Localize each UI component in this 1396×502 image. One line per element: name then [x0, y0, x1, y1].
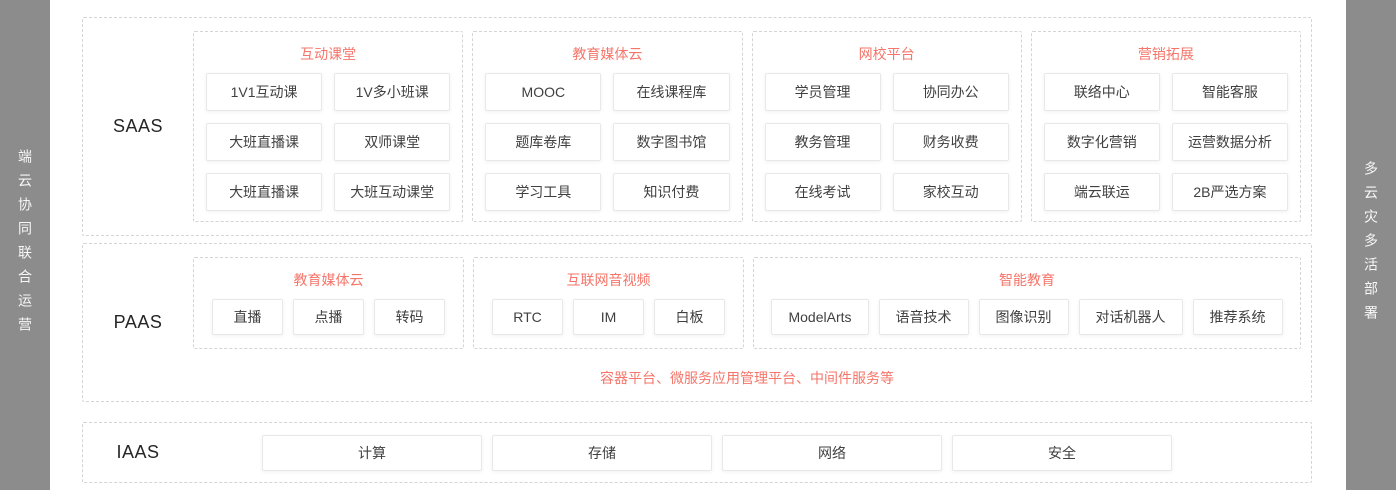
paas-footnote: 容器平台、微服务应用管理平台、中间件服务等: [600, 370, 894, 386]
service-card-button[interactable]: 大班直播课: [206, 173, 323, 211]
group-title: 互联网音视频: [566, 272, 651, 288]
service-card-button[interactable]: 教务管理: [764, 123, 881, 161]
service-card-button[interactable]: 大班互动课堂: [334, 173, 451, 211]
service-card-button[interactable]: 1V多小班课: [334, 73, 451, 111]
group-marketing-expansion: 营销拓展 联络中心 智能客服 数字化营销 运营数据分析 端云联运 2B严选方案: [1030, 31, 1301, 222]
service-card-button[interactable]: 数字化营销: [1043, 123, 1160, 161]
group-title: 网校平台: [858, 46, 915, 62]
service-card-button[interactable]: 在线考试: [764, 173, 881, 211]
left-banner-text: 端云协同联合运营: [17, 149, 33, 341]
left-banner: 端云协同联合运营: [0, 0, 50, 490]
main-canvas: SAAS 互动课堂 1V1互动课 1V多小班课 大班直播课 双师课堂 大班直播课…: [50, 0, 1346, 502]
card-grid: 联络中心 智能客服 数字化营销 运营数据分析 端云联运 2B严选方案: [1043, 73, 1288, 211]
service-card-button[interactable]: MOOC: [485, 73, 602, 111]
saas-groups: 互动课堂 1V1互动课 1V多小班课 大班直播课 双师课堂 大班直播课 大班互动…: [193, 18, 1311, 235]
service-card-button[interactable]: 协同办公: [892, 73, 1009, 111]
service-card-button[interactable]: 学员管理: [764, 73, 881, 111]
group-online-school-platform: 网校平台 学员管理 协同办公 教务管理 财务收费 在线考试 家校互动: [751, 31, 1022, 222]
service-card-button[interactable]: 数字图书馆: [613, 123, 730, 161]
service-card-button[interactable]: 对话机器人: [1078, 299, 1183, 335]
group-title: 营销拓展: [1137, 46, 1194, 62]
service-card-button[interactable]: 点播: [293, 299, 364, 335]
card-row: 直播 点播 转码: [206, 299, 451, 335]
iaas-layer: IAAS 计算 存储 网络 安全: [82, 422, 1312, 483]
card-grid: MOOC 在线课程库 题库卷库 数字图书馆 学习工具 知识付费: [485, 73, 730, 211]
service-card-button[interactable]: ModelArts: [771, 299, 869, 335]
group-title: 教育媒体云: [293, 272, 364, 288]
iaas-layer-label: IAAS: [116, 442, 160, 462]
group-intelligent-education: 智能教育 ModelArts 语音技术 图像识别 对话机器人 推荐系统: [753, 257, 1301, 349]
right-banner-text: 多云灾多活部署: [1363, 161, 1379, 329]
paas-layer-label: PAAS: [113, 312, 163, 332]
service-card-button[interactable]: IM: [573, 299, 644, 335]
paas-groups: 教育媒体云 直播 点播 转码 互联网音视频 RTC IM 白板: [193, 244, 1311, 401]
service-card-button[interactable]: 在线课程库: [613, 73, 730, 111]
group-paas-media-cloud: 教育媒体云 直播 点播 转码: [193, 257, 464, 349]
service-card-button[interactable]: 运营数据分析: [1171, 123, 1288, 161]
service-card-button[interactable]: 题库卷库: [485, 123, 602, 161]
saas-layer: SAAS 互动课堂 1V1互动课 1V多小班课 大班直播课 双师课堂 大班直播课…: [82, 17, 1312, 236]
group-education-media-cloud: 教育媒体云 MOOC 在线课程库 题库卷库 数字图书馆 学习工具 知识付费: [472, 31, 743, 222]
service-card-button[interactable]: 推荐系统: [1192, 299, 1283, 335]
service-card-button[interactable]: 计算: [262, 434, 482, 471]
group-title: 互动课堂: [300, 46, 357, 62]
service-card-button[interactable]: 联络中心: [1043, 73, 1160, 111]
service-card-button[interactable]: 语音技术: [878, 299, 969, 335]
service-card-button[interactable]: 端云联运: [1043, 173, 1160, 211]
card-row: RTC IM 白板: [486, 299, 731, 335]
service-card-button[interactable]: 学习工具: [485, 173, 602, 211]
group-interactive-classroom: 互动课堂 1V1互动课 1V多小班课 大班直播课 双师课堂 大班直播课 大班互动…: [193, 31, 464, 222]
service-card-button[interactable]: 家校互动: [892, 173, 1009, 211]
service-card-button[interactable]: 1V1互动课: [206, 73, 323, 111]
group-internet-audio-video: 互联网音视频 RTC IM 白板: [473, 257, 744, 349]
saas-layer-label: SAAS: [112, 116, 164, 136]
service-card-button[interactable]: 安全: [952, 434, 1172, 471]
right-banner: 多云灾多活部署: [1346, 0, 1396, 490]
group-title: 智能教育: [999, 272, 1055, 288]
service-card-button[interactable]: 大班直播课: [206, 123, 323, 161]
card-grid: 学员管理 协同办公 教务管理 财务收费 在线考试 家校互动: [764, 73, 1009, 211]
service-card-button[interactable]: 2B严选方案: [1171, 173, 1288, 211]
group-title: 教育媒体云: [572, 46, 643, 62]
paas-layer: PAAS 教育媒体云 直播 点播 转码 互联网音视频 RTC IM 白板: [82, 243, 1312, 402]
service-card-button[interactable]: 转码: [374, 299, 445, 335]
service-card-button[interactable]: 知识付费: [613, 173, 730, 211]
service-card-button[interactable]: 网络: [722, 434, 942, 471]
service-card-button[interactable]: 智能客服: [1171, 73, 1288, 111]
service-card-button[interactable]: 图像识别: [978, 299, 1069, 335]
service-card-button[interactable]: 双师课堂: [334, 123, 451, 161]
service-card-button[interactable]: 财务收费: [892, 123, 1009, 161]
service-card-button[interactable]: 直播: [212, 299, 283, 335]
service-card-button[interactable]: 存储: [492, 434, 712, 471]
iaas-items: 计算 存储 网络 安全: [262, 434, 1172, 471]
card-grid: 1V1互动课 1V多小班课 大班直播课 双师课堂 大班直播课 大班互动课堂: [206, 73, 451, 211]
service-card-button[interactable]: 白板: [654, 299, 725, 335]
card-row: ModelArts 语音技术 图像识别 对话机器人 推荐系统: [766, 299, 1288, 335]
service-card-button[interactable]: RTC: [492, 299, 563, 335]
